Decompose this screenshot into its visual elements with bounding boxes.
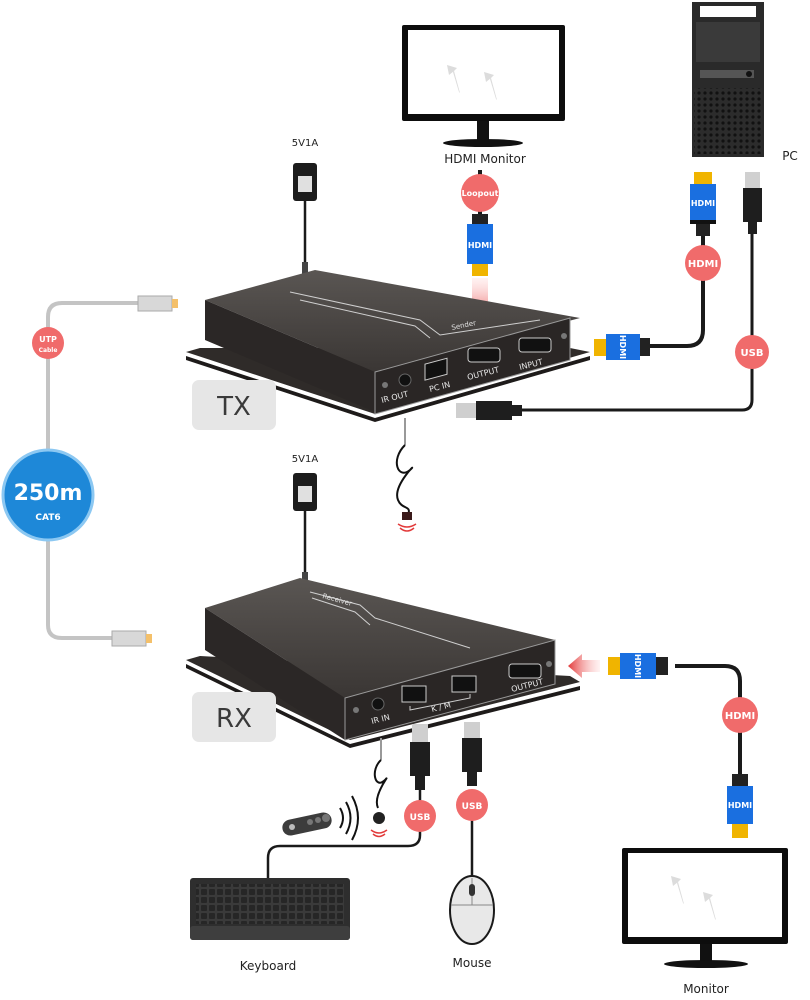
power-adapter-rx-icon — [293, 473, 317, 584]
tx-ir-out-port — [398, 373, 412, 387]
svg-text:HDMI: HDMI — [691, 199, 715, 208]
rj45-connector-tx — [137, 295, 178, 312]
rx-device: Receiver IR IN K / M OUTPUT — [186, 578, 580, 748]
usb-plug-mouse — [462, 722, 482, 786]
remote-control-icon — [282, 795, 359, 841]
monitor-bottom: Monitor — [622, 848, 788, 996]
cursor-arrow-icon — [484, 72, 497, 100]
usb-plug-tx-pc-in — [456, 401, 522, 420]
tx-power-label: 5V1A — [292, 138, 319, 149]
tx-input-port — [518, 337, 552, 353]
svg-text:HDMI: HDMI — [468, 241, 492, 250]
usb-cable-keyboard — [266, 790, 422, 878]
ir-receiver-cable-icon — [370, 738, 388, 838]
power-adapter-tx-icon — [293, 163, 317, 274]
svg-text:HDMI: HDMI — [728, 801, 752, 810]
rx-usb-port-1 — [401, 685, 427, 703]
hdmi-badge-rx — [722, 697, 758, 733]
tx-output-port — [467, 347, 501, 363]
svg-text:USB: USB — [410, 813, 431, 823]
usb-badge-keyboard — [404, 800, 436, 832]
tx-device: Sender IR OUT PC IN OUTPUT INPUT — [186, 270, 590, 422]
ir-emitter-cable-icon — [395, 418, 417, 532]
hdmi-plug-rx-output: HDMI — [608, 653, 668, 679]
rx-power-label: 5V1A — [292, 454, 319, 465]
distance-value: 250m — [14, 481, 83, 506]
screw-icon — [353, 707, 359, 713]
rx-port-label-ir-in: IR IN — [370, 713, 390, 726]
svg-text:Loopout: Loopout — [462, 189, 499, 198]
rx-usb-port-2 — [451, 675, 477, 693]
pc-label: PC — [782, 149, 798, 163]
monitor-label: Monitor — [683, 982, 729, 996]
hdmi-cable-pc — [650, 232, 705, 348]
screw-icon — [382, 382, 388, 388]
svg-text:HDMI: HDMI — [725, 711, 755, 722]
hdmi-plug-loopout: HDMI — [467, 214, 493, 276]
hdmi-plug-tx-input: HDMI — [594, 334, 650, 360]
svg-text:HDMI: HDMI — [688, 259, 718, 270]
screw-icon — [561, 333, 567, 339]
tx-tag — [192, 380, 276, 430]
usb-plug-keyboard — [410, 724, 430, 790]
svg-text:Cable: Cable — [39, 347, 58, 354]
screw-icon — [546, 661, 552, 667]
svg-text:UTP: UTP — [39, 335, 57, 344]
rj45-connector-rx — [111, 630, 152, 647]
cursor-arrow-icon — [703, 892, 716, 920]
hdmi-plug-monitor: HDMI — [727, 774, 753, 838]
usb-cable-pc — [520, 232, 754, 412]
svg-text:USB: USB — [462, 802, 483, 812]
svg-text:HDMI: HDMI — [633, 654, 642, 678]
usb-badge-mouse — [456, 789, 488, 821]
distance-badge — [1, 448, 95, 542]
hdmi-badge-pc — [685, 245, 721, 281]
hdmi-plug-pc: HDMI — [690, 172, 716, 236]
cursor-arrow-icon — [671, 876, 684, 904]
hdmi-monitor-top: HDMI Monitor — [402, 25, 565, 166]
tx-pc-in-port — [424, 357, 448, 381]
svg-text:HDMI: HDMI — [618, 335, 627, 359]
cursor-arrow-icon — [447, 65, 460, 93]
mouse-device: Mouse — [449, 875, 495, 970]
svg-text:USB: USB — [741, 348, 764, 359]
keyboard-device: Keyboard — [190, 878, 350, 973]
rx-tag — [192, 692, 276, 742]
usb-badge-pc — [735, 335, 769, 369]
rx-ir-in-port — [371, 697, 385, 711]
hdmi-cable-rx — [675, 664, 742, 780]
loopout-badge — [461, 174, 499, 212]
rx-tag-label: RX — [216, 704, 252, 734]
usb-plug-pc — [743, 172, 762, 234]
tx-tag-label: TX — [216, 392, 251, 422]
hdmi-monitor-label: HDMI Monitor — [444, 152, 526, 166]
keyboard-label: Keyboard — [240, 959, 296, 973]
signal-arrow-left-icon — [568, 654, 600, 678]
pc-tower: PC — [692, 2, 798, 163]
distance-cable-type: CAT6 — [35, 513, 60, 523]
mouse-label: Mouse — [453, 956, 492, 970]
rx-output-port — [508, 663, 542, 679]
utp-cable-badge — [32, 327, 64, 359]
